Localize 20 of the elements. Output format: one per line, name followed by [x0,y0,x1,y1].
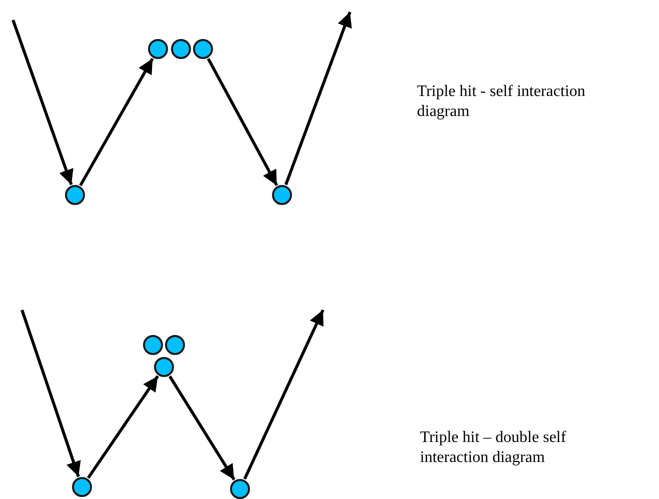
particle-circle [65,185,85,205]
arrow [206,58,278,186]
arrow [284,11,352,186]
arrow [243,309,324,480]
particle-circle [230,479,250,499]
particle-circle [165,335,185,355]
particle-circle [171,39,191,59]
particle-circle [72,477,92,497]
arrow [12,20,74,186]
particle-circle [272,185,292,205]
diagram-caption: Triple hit – double self interaction diagram [420,428,568,468]
arrow [168,376,236,480]
particle-circle [148,39,168,59]
particle-circle [154,357,174,377]
arrow [79,58,154,186]
particle-circle [143,335,163,355]
arrow [86,375,160,479]
diagram-caption: Triple hit - self interaction diagram [417,82,586,122]
arrow [20,310,81,478]
particle-circle [193,39,213,59]
